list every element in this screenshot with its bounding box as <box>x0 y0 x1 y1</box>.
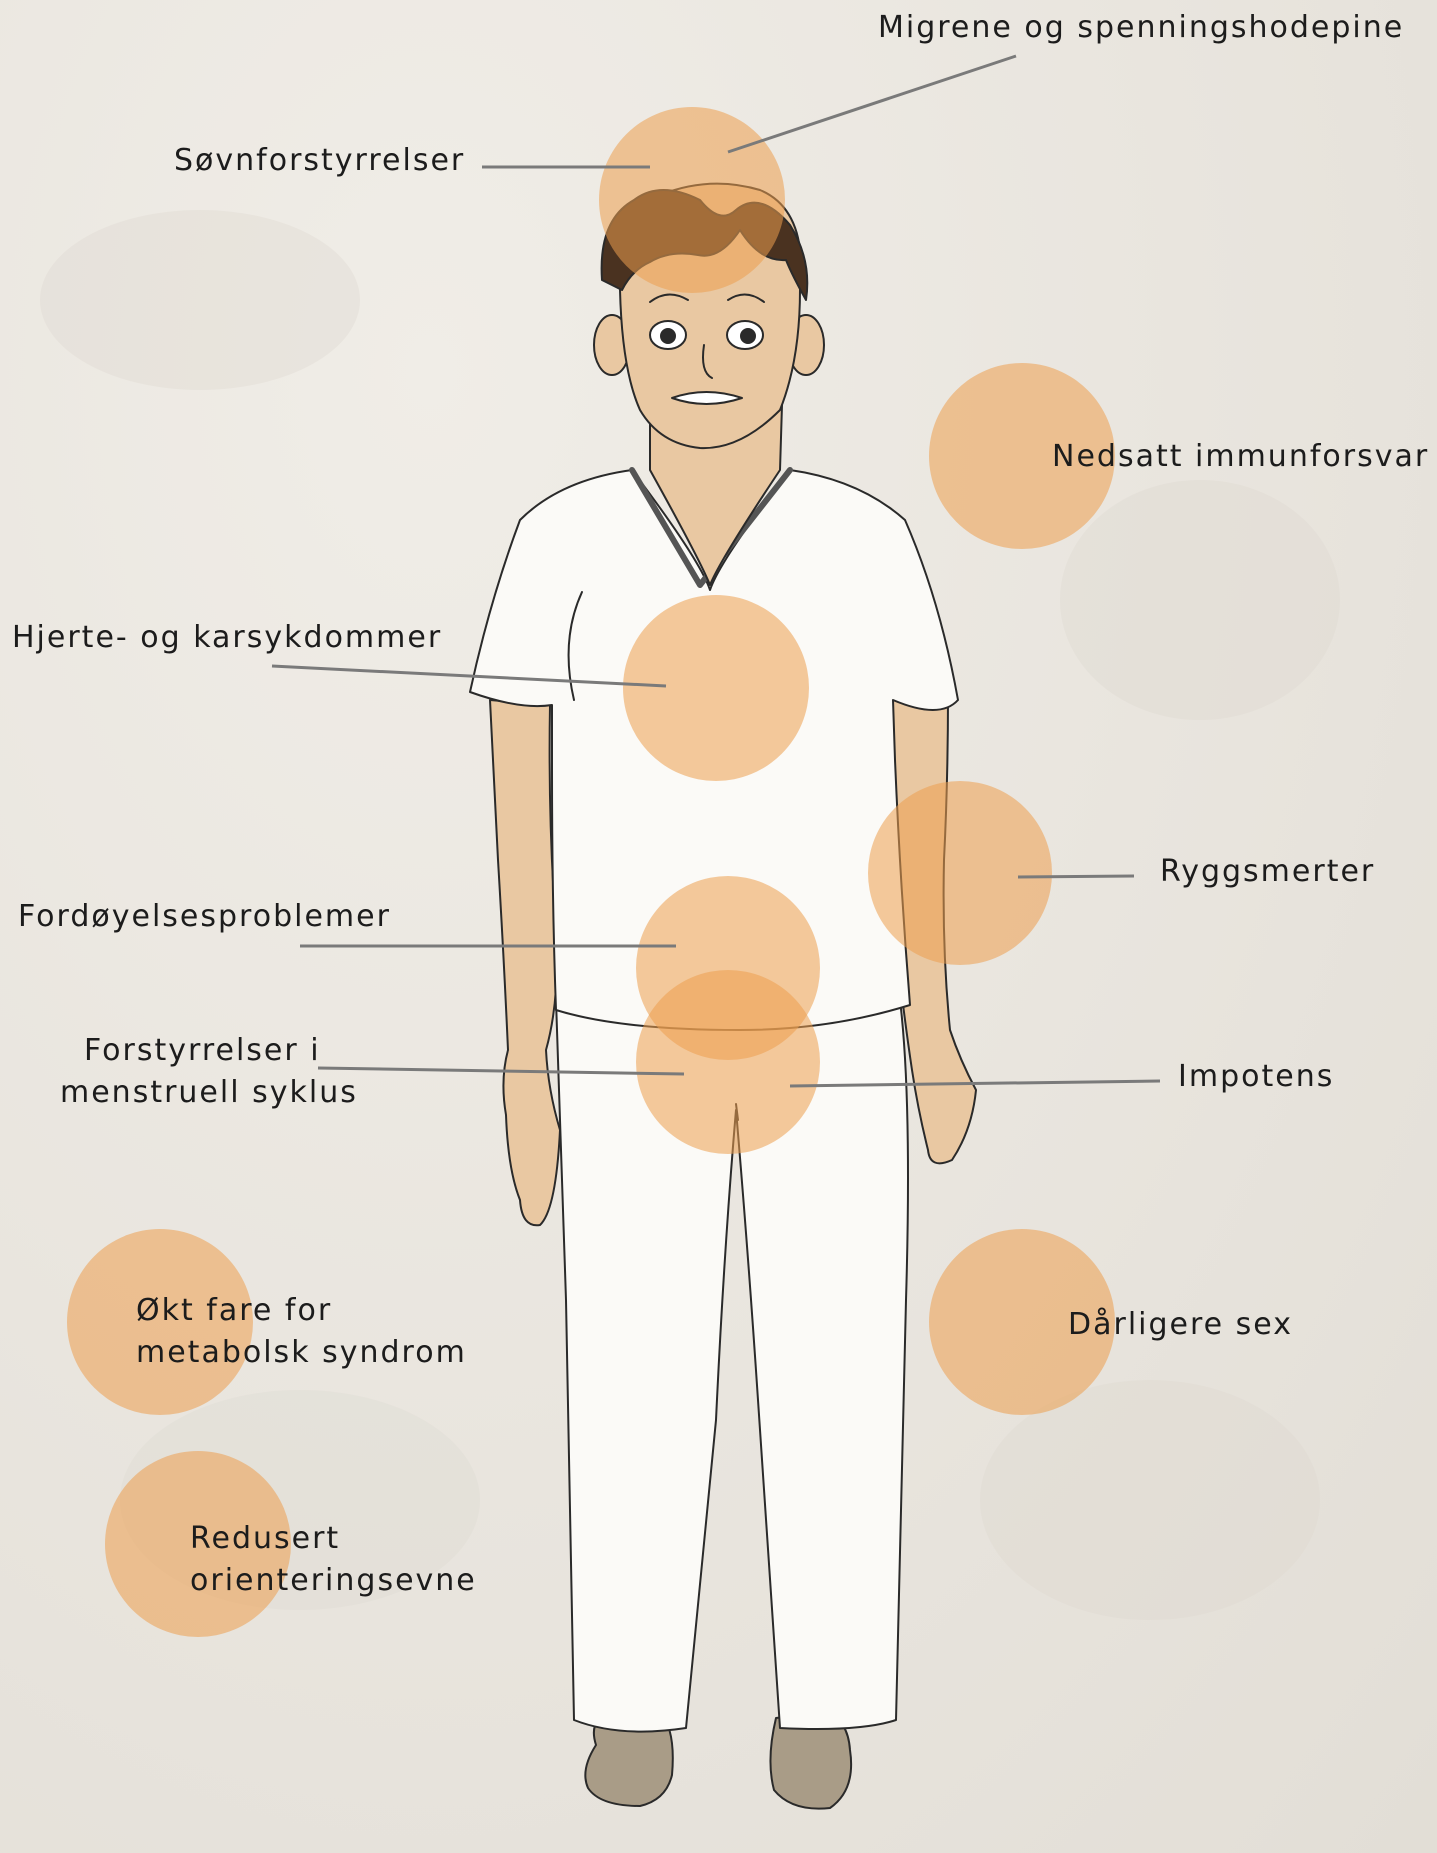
label-menstruell: Forstyrrelser i menstruell syklus <box>60 1030 358 1114</box>
label-orientering-line2: orienteringsevne <box>190 1560 477 1602</box>
label-impotens: Impotens <box>1178 1056 1334 1098</box>
label-orientering-line1: Redusert <box>190 1518 477 1560</box>
spot-head <box>599 107 785 293</box>
spot-heart <box>623 595 809 781</box>
left-arm <box>490 700 560 1225</box>
label-sovnforstyrrelser: Søvnforstyrrelser <box>174 140 465 182</box>
label-metabolsk-line2: metabolsk syndrom <box>136 1332 467 1374</box>
label-orientering: Redusert orienteringsevne <box>190 1518 477 1602</box>
label-menstruell-line2: menstruell syklus <box>60 1072 358 1114</box>
label-hjerte: Hjerte- og karsykdommer <box>12 617 442 659</box>
label-menstruell-line1: Forstyrrelser i <box>60 1030 358 1072</box>
label-immunforsvar: Nedsatt immunforsvar <box>1052 436 1429 478</box>
spot-back <box>868 781 1052 965</box>
label-migrene: Migrene og spenningshodepine <box>878 7 1404 49</box>
label-fordoyelse: Fordøyelsesproblemer <box>18 896 391 938</box>
spot-pelvis <box>636 970 820 1154</box>
label-metabolsk-line1: Økt fare for <box>136 1290 467 1332</box>
label-sex: Dårligere sex <box>1068 1304 1293 1346</box>
label-ryggsmerter: Ryggsmerter <box>1160 851 1375 893</box>
label-metabolsk: Økt fare for metabolsk syndrom <box>136 1290 467 1374</box>
